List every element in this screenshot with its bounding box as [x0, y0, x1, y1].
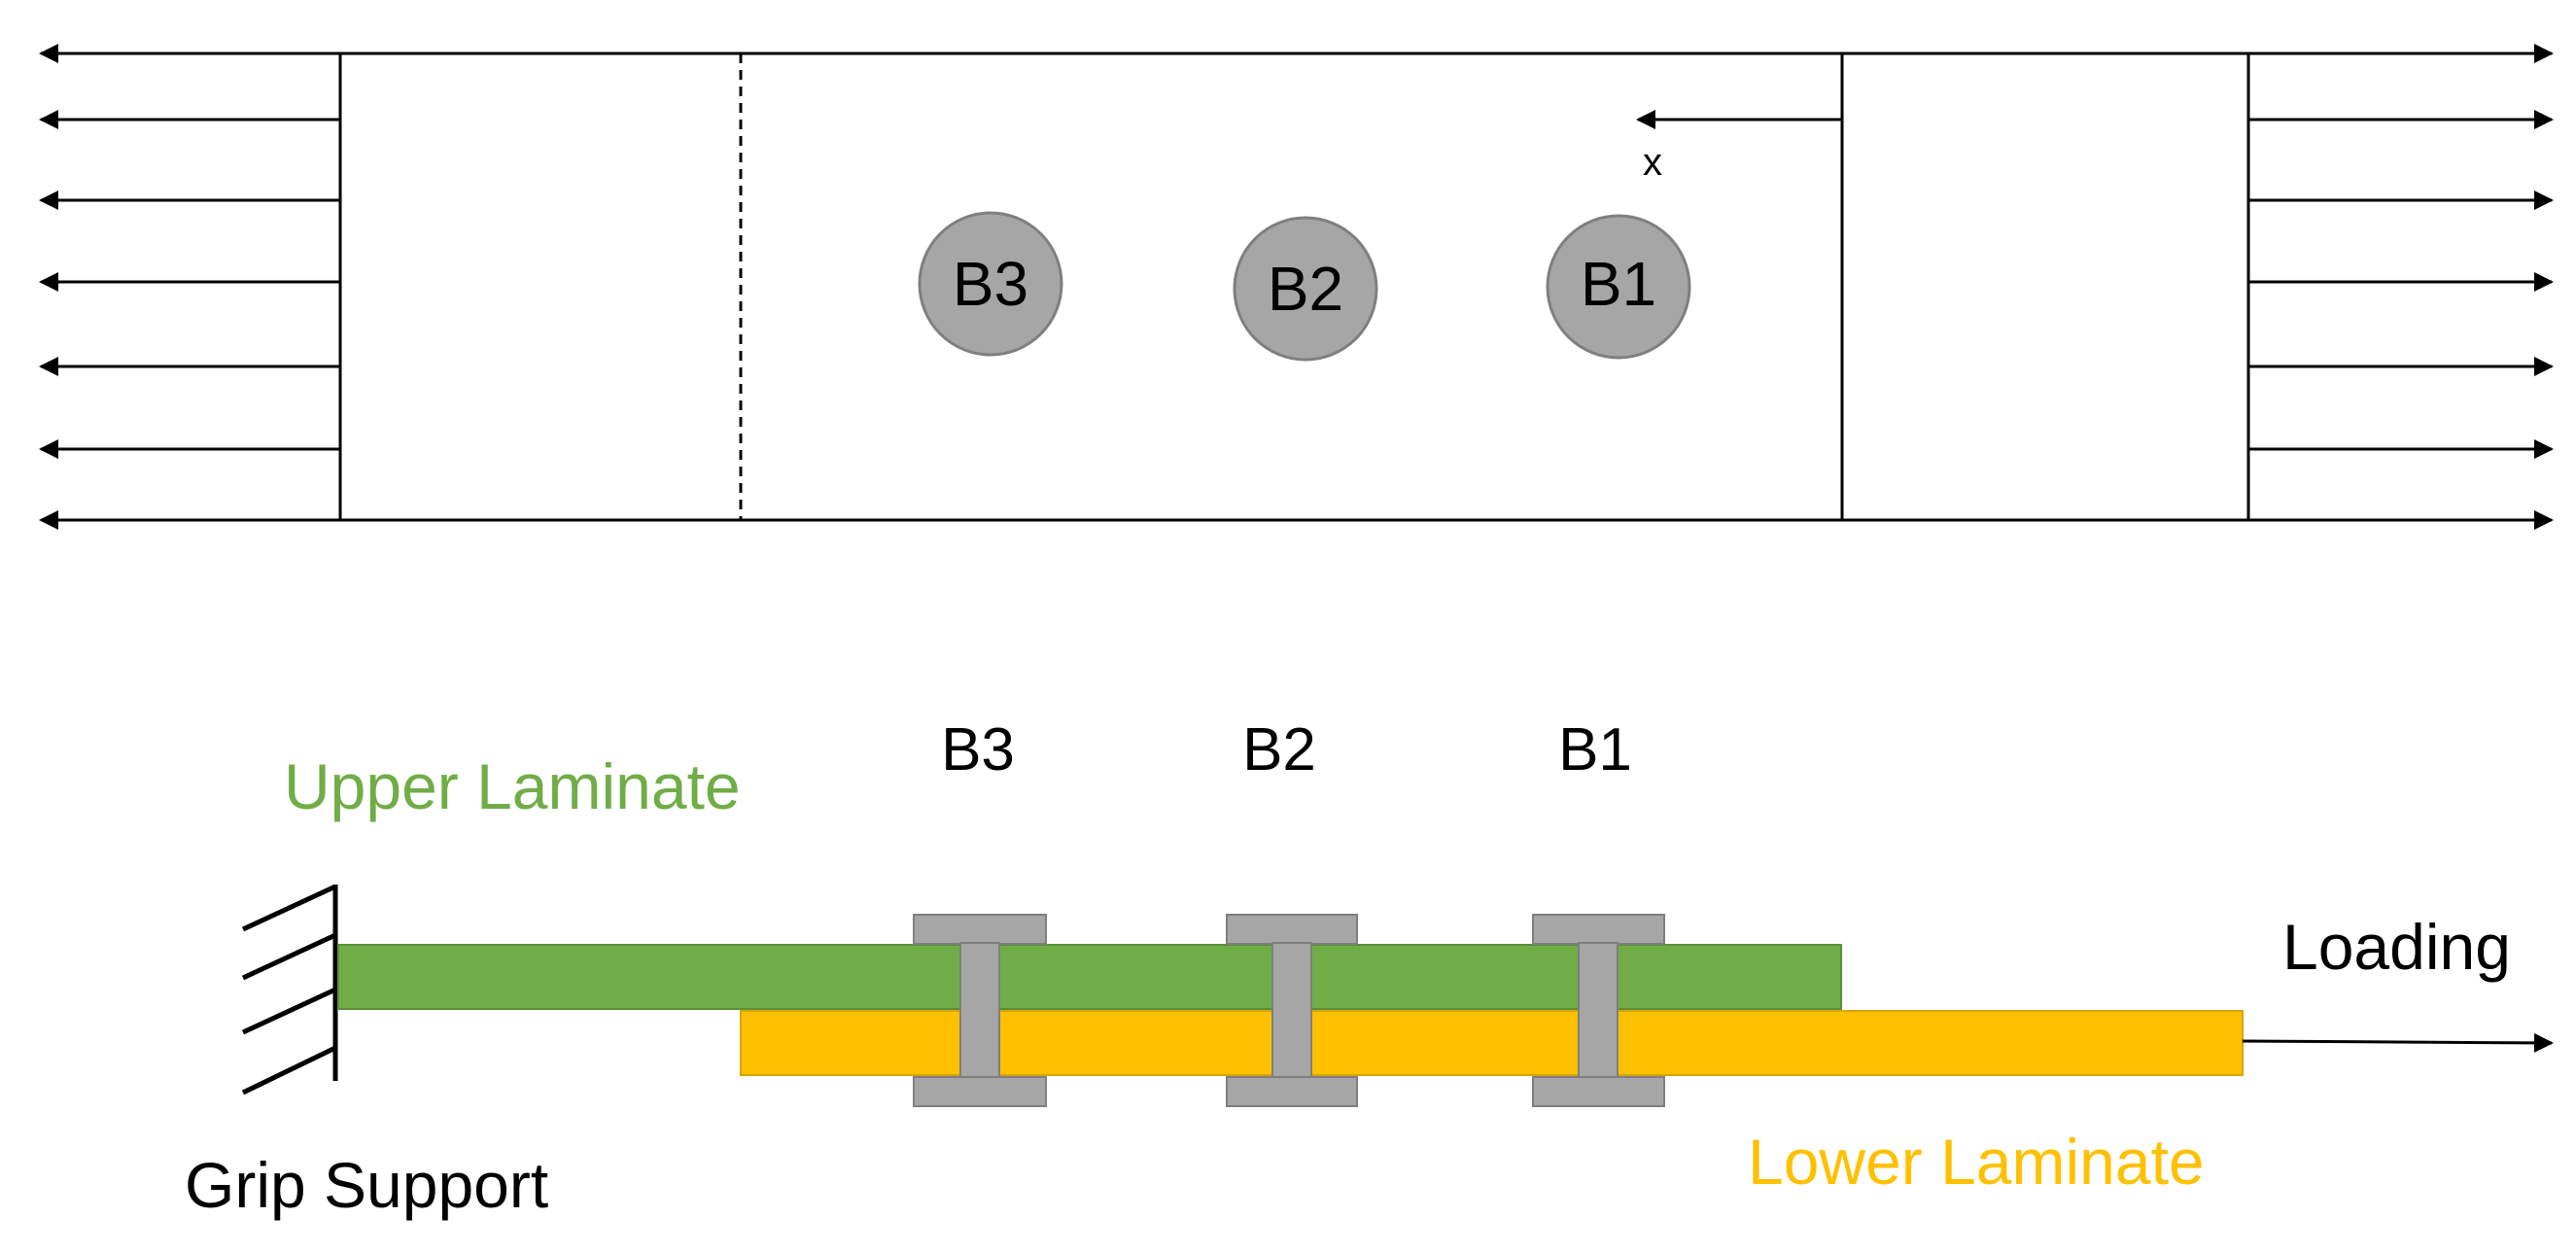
- bolt-b2-side: [1226, 914, 1358, 1107]
- right-load-arrows: [2248, 110, 2554, 459]
- lower-laminate-label: Lower Laminate: [1748, 1126, 2205, 1198]
- svg-text:B1: B1: [1581, 249, 1656, 319]
- bolt-b3-top: B3: [918, 211, 1063, 357]
- grip-support-hatch: [241, 884, 338, 1096]
- bolt-b1-top: B1: [1546, 214, 1691, 360]
- bolt-b3-side: [913, 914, 1047, 1107]
- svg-text:B2: B2: [1268, 254, 1343, 324]
- loading-label: Loading: [2282, 911, 2511, 983]
- side-view: B3 B2 B1 Upper Laminate Lower Laminate G…: [185, 716, 2554, 1221]
- loading-arrow: [2242, 1032, 2554, 1053]
- svg-text:B3: B3: [953, 249, 1028, 319]
- grip-support-label: Grip Support: [185, 1149, 548, 1221]
- bolt-b3-side-label: B3: [941, 716, 1015, 783]
- bolt-b1-side-label: B1: [1558, 716, 1632, 783]
- top-view: x B3 B2 B1: [39, 44, 2554, 530]
- bolt-b2-top: B2: [1233, 216, 1378, 362]
- x-axis-label: x: [1643, 141, 1662, 184]
- bolt-b1-side: [1532, 914, 1665, 1107]
- left-load-arrows: [39, 110, 340, 459]
- bolt-b2-side-label: B2: [1242, 716, 1316, 783]
- upper-laminate-label: Upper Laminate: [284, 750, 741, 822]
